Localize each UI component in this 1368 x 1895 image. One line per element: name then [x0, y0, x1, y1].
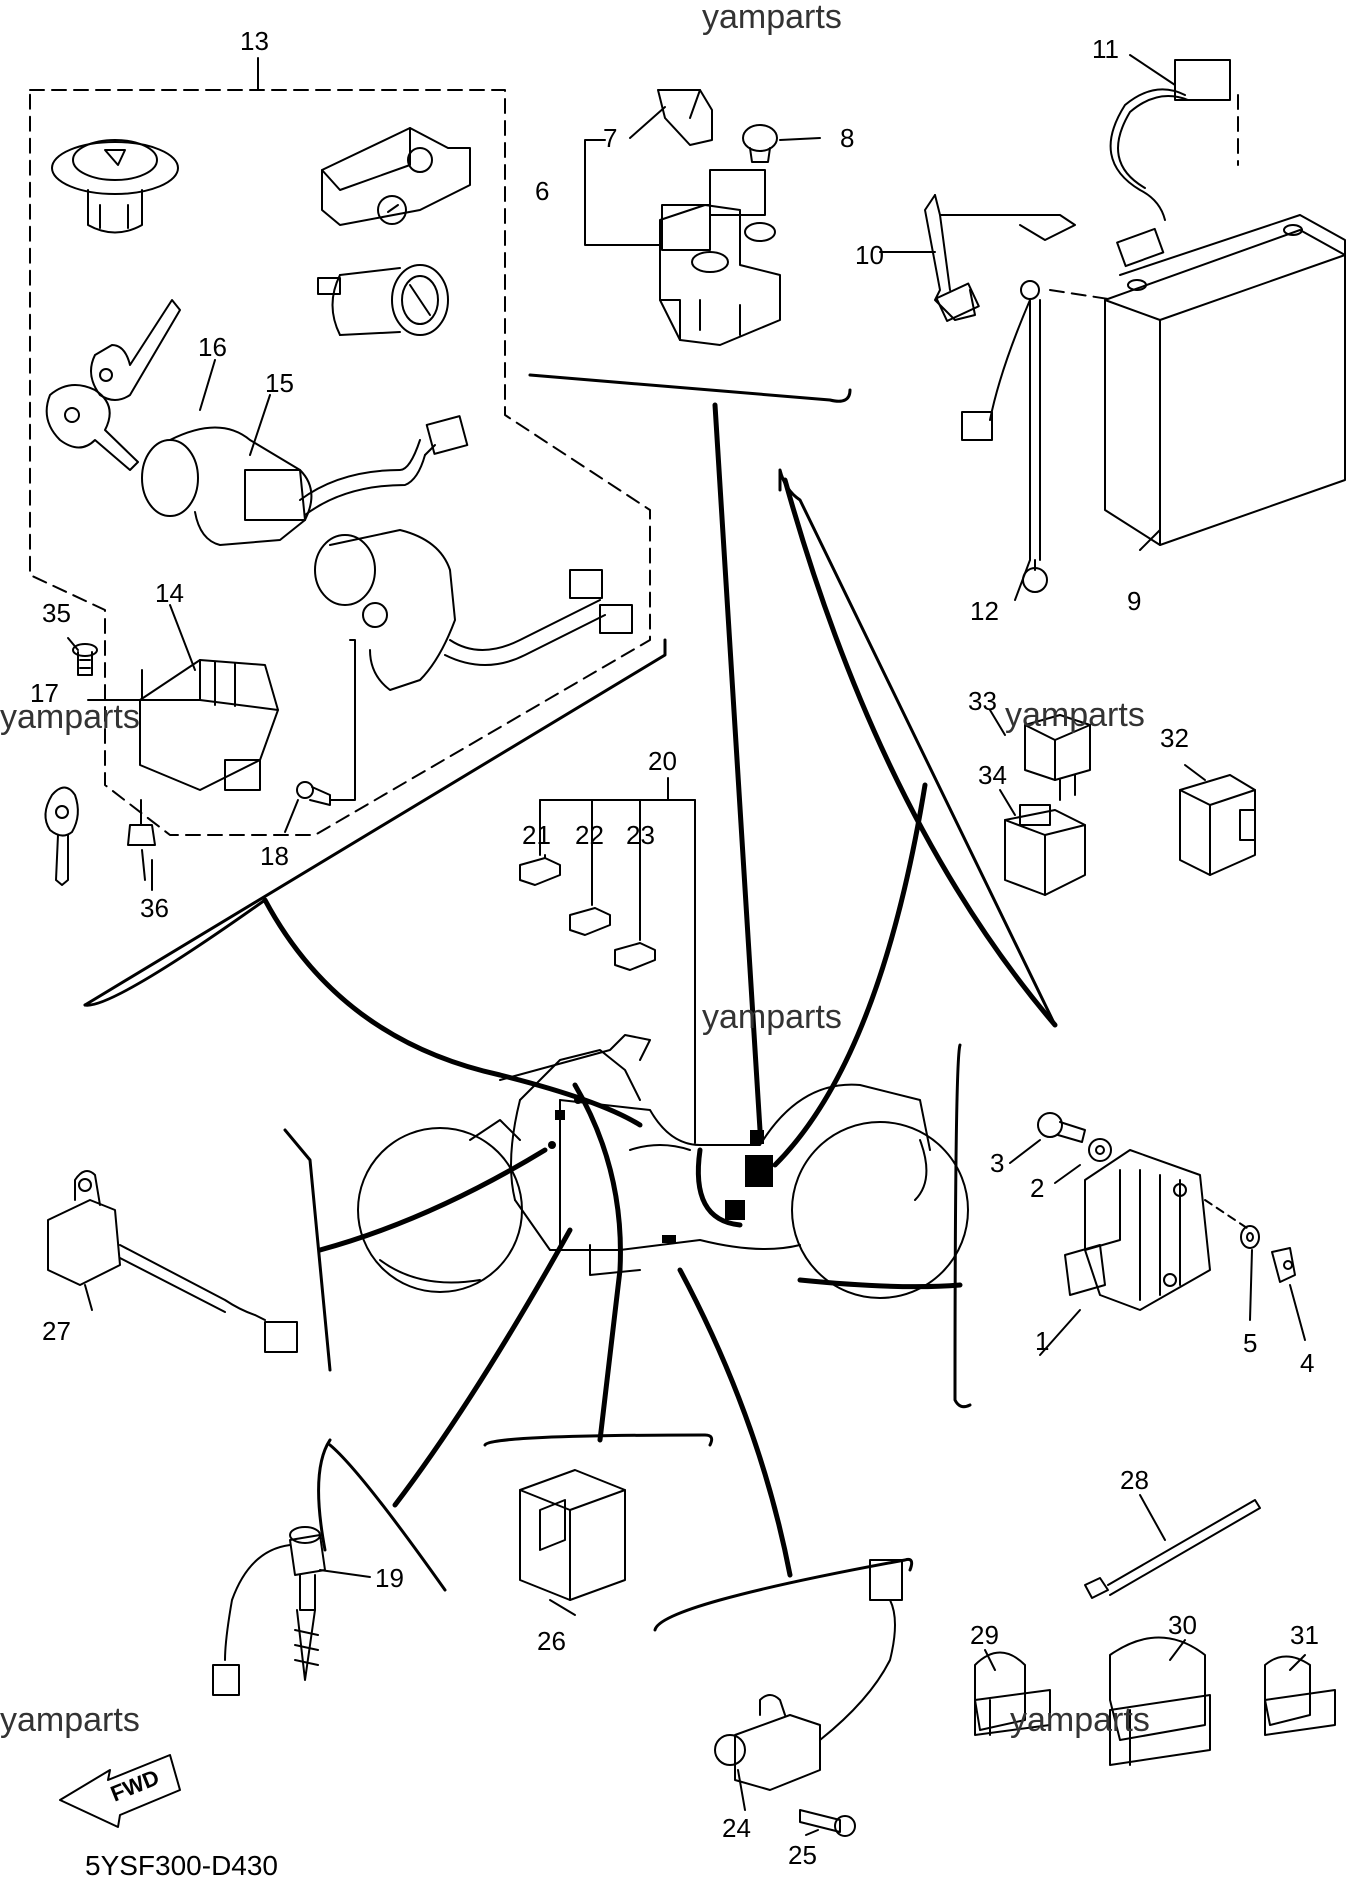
- watermark: yamparts: [702, 998, 842, 1036]
- callout-32: 32: [1160, 723, 1189, 753]
- screw-35-drawing: [72, 643, 98, 676]
- handlebar-switch-drawing: [314, 529, 633, 691]
- callout-27: 27: [42, 1316, 71, 1346]
- watermark: yamparts: [1005, 696, 1145, 734]
- relay-32-drawing: [1179, 774, 1256, 876]
- bracket-17-14: [87, 669, 143, 701]
- callout-6: 6: [535, 176, 550, 206]
- callout-13: 13: [240, 26, 269, 56]
- cable-tie-drawing: [1084, 1499, 1261, 1599]
- callout-20: 20: [648, 746, 677, 776]
- callout-19: 19: [375, 1563, 404, 1593]
- callout-8: 8: [840, 123, 855, 153]
- relay-33-drawing: [1024, 714, 1091, 801]
- clamp-30-drawing: [1109, 1636, 1211, 1766]
- callout-18: 18: [260, 841, 289, 871]
- callout-17: 17: [30, 678, 59, 708]
- callout-9: 9: [1127, 586, 1142, 616]
- starter-relay-drawing: [659, 169, 781, 346]
- fuse-21-drawing: [519, 857, 561, 886]
- callout-22: 22: [575, 820, 604, 850]
- fuse-23-drawing: [614, 942, 656, 971]
- bolt-18-drawing: [296, 639, 356, 806]
- fuel-cap-drawing: [51, 139, 179, 234]
- bolt-25-drawing: [799, 1809, 856, 1837]
- callout-11: 11: [1092, 34, 1119, 64]
- watermark: yamparts: [0, 1701, 140, 1739]
- callout-10: 10: [855, 240, 884, 270]
- key-17-drawing: [44, 786, 79, 886]
- fwd-arrow-shape: [59, 1754, 181, 1828]
- lock-cylinder-drawing: [317, 264, 449, 336]
- callout-14: 14: [155, 578, 184, 608]
- rectifier-drawing: [1064, 1149, 1211, 1311]
- callout-21: 21: [522, 820, 551, 850]
- callout-4: 4: [1300, 1348, 1315, 1378]
- callout-3: 3: [990, 1148, 1005, 1178]
- callout-24: 24: [722, 1813, 751, 1843]
- callout-34: 34: [978, 760, 1007, 790]
- callout-5: 5: [1243, 1328, 1258, 1358]
- callout-1: 1: [1035, 1326, 1050, 1356]
- ignitor-unit-drawing: [139, 659, 279, 791]
- callout-31: 31: [1290, 1620, 1319, 1650]
- key-drawing-b: [90, 299, 181, 401]
- callout-26: 26: [537, 1626, 566, 1656]
- nut-4-drawing: [1271, 1247, 1296, 1283]
- washer-5-drawing: [1240, 1225, 1260, 1249]
- callout-7: 7: [603, 123, 618, 153]
- callout-23: 23: [626, 820, 655, 850]
- callout-16: 16: [198, 332, 227, 362]
- callout-15: 15: [265, 368, 294, 398]
- callout-leaders: [67, 54, 1306, 1836]
- main-switch-drawing: [141, 415, 469, 546]
- sensor-24-drawing: [714, 1559, 903, 1791]
- callout-12: 12: [970, 596, 999, 626]
- grommet-36-drawing: [127, 799, 156, 891]
- callout-28: 28: [1120, 1465, 1149, 1495]
- callout-30: 30: [1168, 1610, 1197, 1640]
- watermark: yamparts: [0, 698, 140, 736]
- callout-33: 33: [968, 686, 997, 716]
- watermark: yamparts: [1010, 1701, 1150, 1739]
- clamp-31-drawing: [1264, 1655, 1336, 1736]
- watermark: yamparts: [702, 0, 842, 36]
- sensor-27-drawing: [47, 1170, 298, 1353]
- callout-25: 25: [788, 1840, 817, 1870]
- harness-markers: [548, 1096, 773, 1243]
- seat-lock-drawing: [321, 127, 471, 226]
- switch-19-drawing: [212, 1526, 326, 1696]
- harness-routing-lines: [262, 402, 1058, 1578]
- washer-2-drawing: [1088, 1138, 1112, 1162]
- callout-29: 29: [970, 1620, 999, 1650]
- key-drawing-a: [45, 384, 139, 471]
- fuse-22-drawing: [569, 907, 611, 936]
- group-frames: [83, 373, 1057, 1632]
- flasher-26-drawing: [519, 1469, 626, 1601]
- callout-2: 2: [1030, 1173, 1045, 1203]
- battery-band-drawing: [924, 194, 1076, 322]
- plus-lead-drawing: [1049, 59, 1239, 301]
- battery-drawing: [1104, 214, 1346, 546]
- callout-35: 35: [42, 598, 71, 628]
- motorcycle-silhouette-drawing: [357, 1034, 969, 1299]
- clamp-29-drawing: [974, 1651, 1051, 1736]
- ignition-set-dashed-outline: [29, 89, 651, 836]
- fuse-7-drawing: [657, 89, 713, 146]
- bolt-8-drawing: [742, 124, 778, 163]
- bolt-3-drawing: [1037, 1112, 1086, 1143]
- diagram-code: 5YSF300-D430: [85, 1850, 279, 1881]
- relay-base-34-drawing: [1004, 804, 1086, 896]
- minus-lead-drawing: [961, 280, 1048, 593]
- callout-36: 36: [140, 893, 169, 923]
